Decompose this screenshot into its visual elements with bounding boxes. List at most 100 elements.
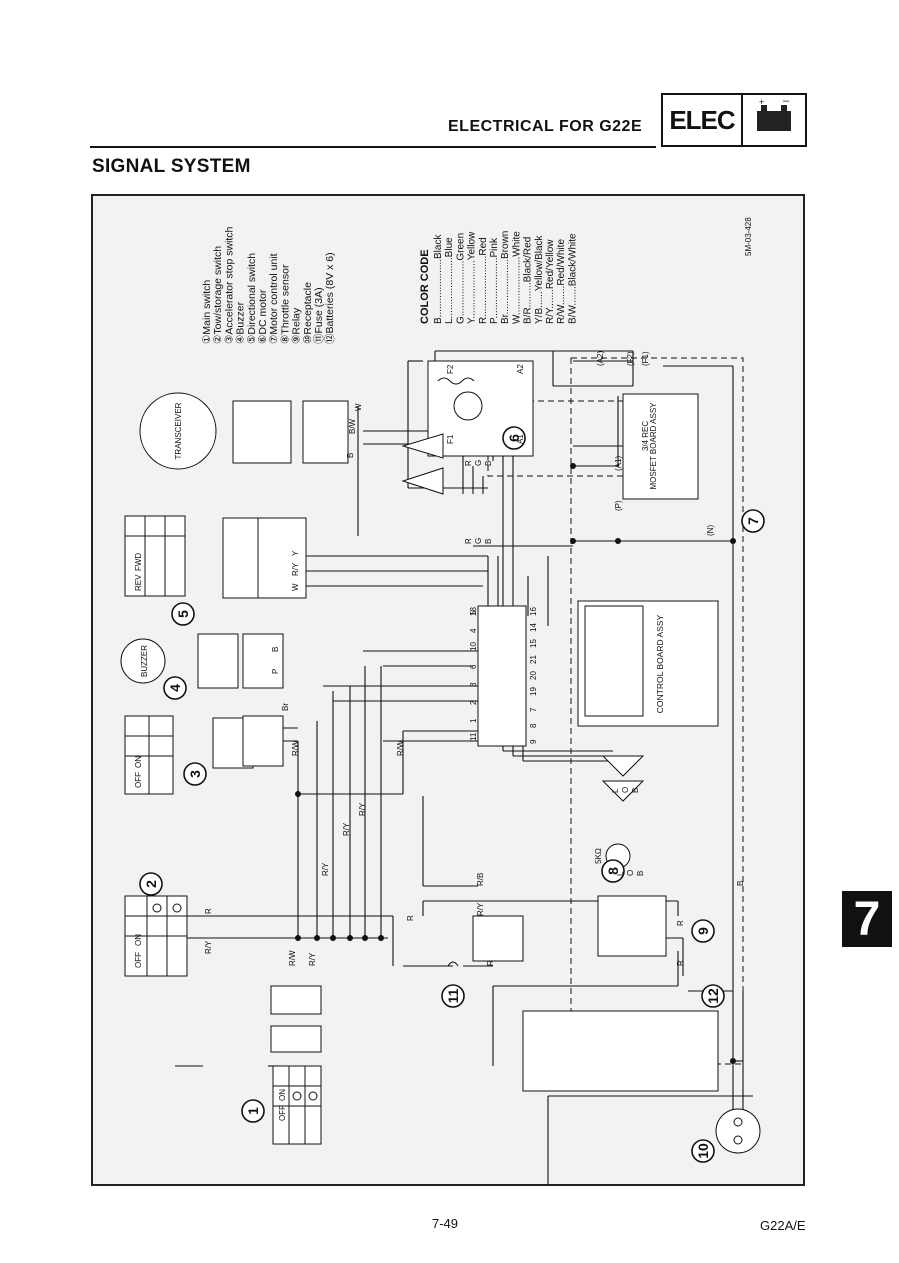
accelerator-switch <box>124 715 284 795</box>
wire-label: B <box>631 788 640 793</box>
connector-pin: 20 <box>529 671 538 680</box>
main-switch-number <box>241 1099 265 1123</box>
buzzer <box>120 633 284 689</box>
buzzer-number-text: 4 <box>167 684 183 692</box>
wire-label: (P) <box>614 500 623 511</box>
receptacle-number <box>691 1139 715 1163</box>
tow-switch-pos: OFF <box>134 952 143 968</box>
connector-pin: 21 <box>529 655 538 664</box>
tow-switch <box>124 895 188 977</box>
transceiver <box>139 392 349 470</box>
connector-pin: 9 <box>529 739 538 744</box>
wire-label: B <box>271 647 280 652</box>
dc-motor-number <box>502 426 526 450</box>
wire-label: R/Y <box>342 822 351 836</box>
control-board-label: CONTROL BOARD ASSY <box>655 614 665 713</box>
mosfet-board <box>622 393 699 500</box>
color-code-entry: Br....................Brown <box>500 231 511 324</box>
section-title: SIGNAL SYSTEM <box>92 156 251 177</box>
receptacle <box>715 1108 761 1154</box>
wire-label: L <box>616 871 625 876</box>
main-switch-pos: ON <box>278 1089 287 1101</box>
motor-plug <box>401 433 444 495</box>
wire-label: W <box>354 403 363 411</box>
wire-label: Br <box>281 703 290 711</box>
wire-label: R/Y <box>476 902 485 916</box>
legend-item: ⑤Directional switch <box>246 253 258 344</box>
dir-switch-pos: FWD <box>134 553 143 571</box>
wire-label: R <box>464 538 473 544</box>
legend-item: ③Accelerator stop switch <box>223 226 235 344</box>
page-number: 7-49 <box>432 1216 459 1231</box>
main-switch <box>272 1065 322 1145</box>
wire-label: R <box>464 460 473 466</box>
receptacle-number-text: 10 <box>695 1143 711 1159</box>
legend-item: ⑨Relay <box>291 307 303 344</box>
legend-item: ⑥DC motor <box>257 289 269 344</box>
wire-label: G <box>474 538 483 544</box>
wire-label: B <box>484 539 493 544</box>
mcu-number-text: 7 <box>745 517 761 525</box>
legend-item: ⑩Receptacle <box>302 282 314 344</box>
wire-label: O <box>626 870 635 876</box>
wire-label: R/W <box>291 740 300 756</box>
elec-tab: ELEC +– <box>661 93 807 147</box>
legend-item: ④Buzzer <box>235 301 247 344</box>
battery-icon: +– <box>743 95 805 145</box>
wire-label: R/W <box>396 740 405 756</box>
tow-switch-number-text: 2 <box>143 880 159 888</box>
directional-switch-number-text: 5 <box>175 610 191 618</box>
main-switch-number-text: 1 <box>245 1107 261 1115</box>
model-code: G22A/E <box>760 1218 806 1233</box>
motor-terminal: F1 <box>446 434 455 444</box>
wire-label: (F1) <box>641 351 650 366</box>
drawing-code: 5M-03-428 <box>744 217 753 256</box>
throttle-ohm-label: 5KΩ <box>594 848 603 864</box>
wire-label: B <box>346 453 355 458</box>
wire-label: O <box>621 787 630 793</box>
wire-label: W <box>291 583 300 591</box>
motor-terminal: F2 <box>446 364 455 374</box>
main-connector <box>477 605 527 747</box>
connector-pin: 4 <box>469 628 478 633</box>
legend-item: ⑫Batteries (8V x 6) <box>324 252 336 344</box>
rec-label: 3/4 REC <box>641 421 650 451</box>
connector-pin: 18 <box>469 607 478 616</box>
connector-pin: 5 <box>469 610 478 615</box>
throttle-sensor <box>601 755 645 869</box>
color-code-entry: B/W.......Black/White <box>567 233 578 324</box>
wire-label: B <box>484 461 493 466</box>
color-code-title: COLOR CODE <box>419 249 431 324</box>
accel-switch-pos: ON <box>134 756 143 768</box>
wire-label: R <box>676 920 685 926</box>
wire-label: (F2) <box>626 351 635 366</box>
transceiver-label: TRANSCEIVER <box>174 402 183 459</box>
wire-label: R/Y <box>291 562 300 576</box>
connector-pin: 19 <box>529 687 538 696</box>
wire-label: B <box>736 881 745 886</box>
legend-item: ②Tow/storage switch <box>212 246 224 344</box>
wire-label: L <box>611 788 620 793</box>
relay-number-text: 9 <box>695 927 711 935</box>
header-rule <box>90 146 656 148</box>
batteries <box>522 1010 719 1092</box>
connector-pin: 2 <box>469 700 478 705</box>
mcu-number <box>741 509 765 533</box>
elec-label: ELEC <box>663 95 743 145</box>
accel-switch-number-text: 3 <box>187 770 203 778</box>
wire-label: (A2) <box>596 351 605 366</box>
wire-label: R <box>676 960 685 966</box>
wire-label: R <box>406 915 415 921</box>
wire-label: P <box>271 669 280 674</box>
directional-switch <box>124 515 307 599</box>
motor-terminal: A1 <box>516 434 525 444</box>
motor-terminal: A2 <box>516 364 525 374</box>
connector-pin: 8 <box>529 723 538 728</box>
connector-pin: 7 <box>529 707 538 712</box>
wire-label: B <box>636 871 645 876</box>
main-switch-pos: OFF <box>278 1105 287 1121</box>
connector-pin: 10 <box>469 642 478 651</box>
fuse <box>447 961 459 967</box>
wire-label: B/W <box>348 418 357 434</box>
